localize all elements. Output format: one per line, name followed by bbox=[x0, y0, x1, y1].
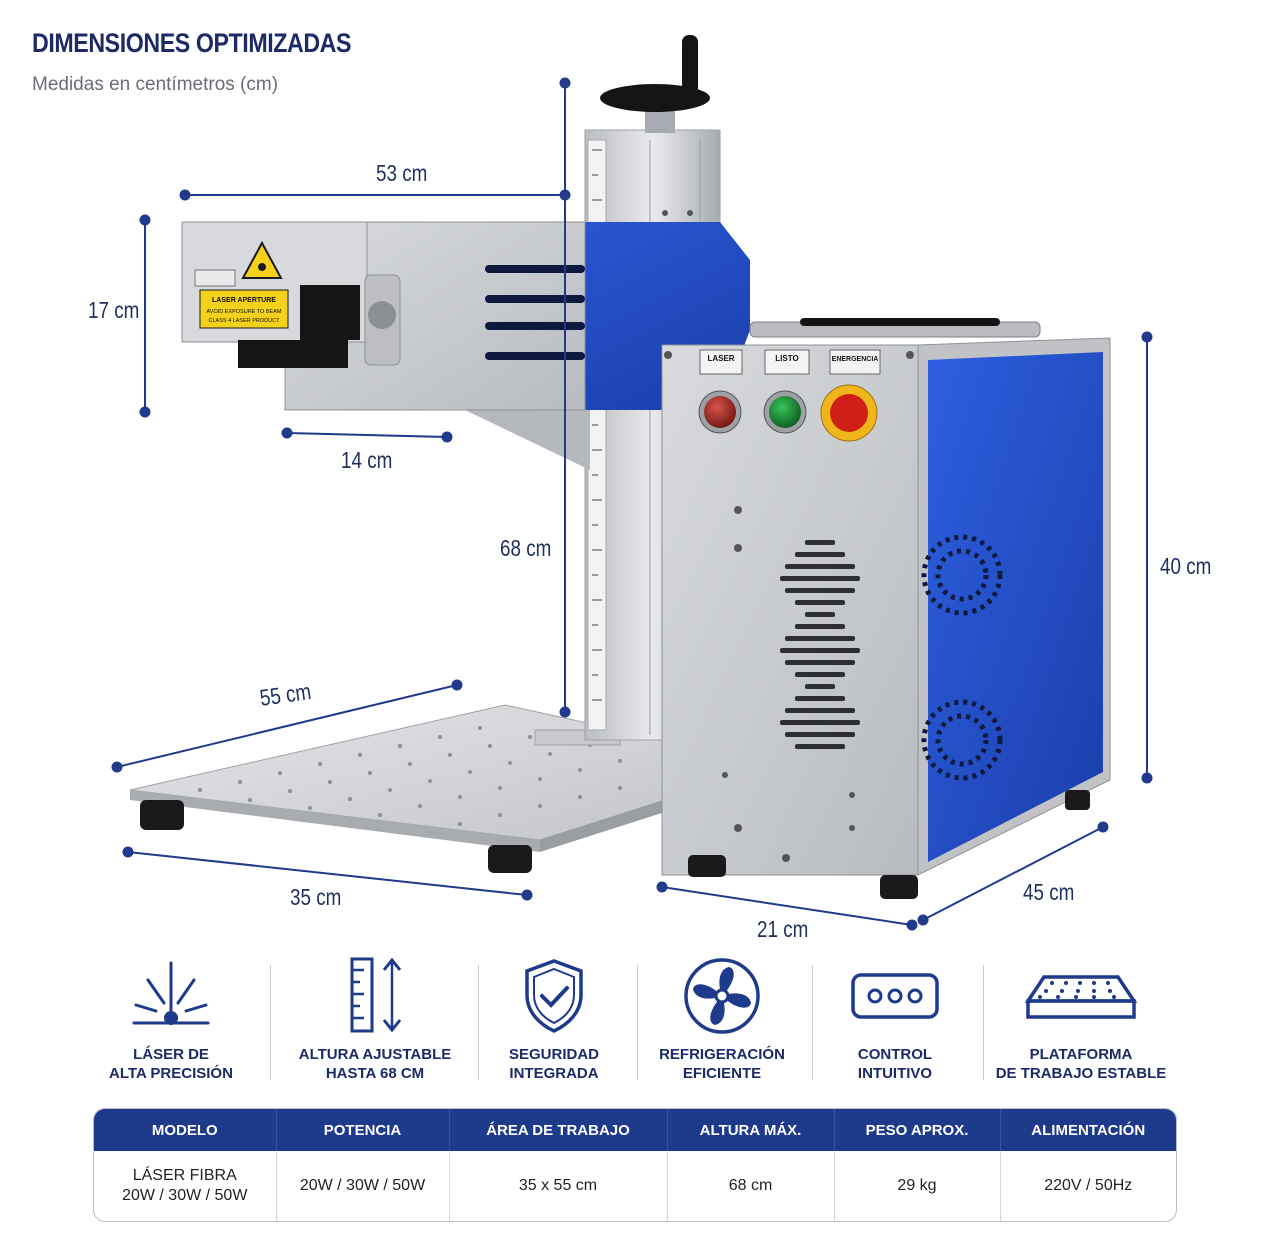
dimension-lines bbox=[111, 77, 1153, 931]
platform-foot bbox=[140, 800, 184, 830]
spec-header-power-supply: ALIMENTACIÓN bbox=[1000, 1109, 1176, 1151]
spec-header-model: MODELO bbox=[94, 1109, 277, 1151]
work-platform bbox=[129, 704, 666, 873]
spec-weight: 29 kg bbox=[834, 1151, 1001, 1221]
dimension-head-height: 17 cm bbox=[88, 297, 140, 323]
dimension-head-depth: 14 cm bbox=[341, 447, 393, 473]
ready-button[interactable] bbox=[769, 396, 801, 428]
work-platform-icon bbox=[1024, 975, 1138, 1019]
dimension-head-width: 53 cm bbox=[376, 160, 428, 186]
laser-beam-icon bbox=[132, 961, 210, 1025]
handwheel bbox=[600, 84, 710, 112]
cabinet-foot bbox=[688, 855, 726, 877]
platform-holes bbox=[198, 726, 622, 826]
feature-divider bbox=[637, 965, 638, 1080]
feature-divider bbox=[812, 965, 813, 1080]
aperture-label bbox=[199, 289, 289, 329]
spec-work-area: 35 x 55 cm bbox=[449, 1151, 668, 1221]
fan-icon bbox=[684, 958, 760, 1034]
galvo-window bbox=[300, 285, 360, 340]
laser-label bbox=[699, 349, 743, 375]
spec-header-weight: PESO APROX. bbox=[834, 1109, 1001, 1151]
cabinet-side-vents bbox=[921, 534, 1003, 781]
laser-warning-icon bbox=[241, 240, 283, 279]
platform-foot bbox=[488, 845, 532, 873]
feature-divider bbox=[983, 965, 984, 1080]
dimension-cabinet-depth: 45 cm bbox=[1023, 879, 1075, 905]
svg-text:CLASS 4 LASER PRODUCT: CLASS 4 LASER PRODUCT bbox=[209, 318, 281, 324]
ready-label bbox=[764, 349, 810, 375]
dimension-column-height: 68 cm bbox=[500, 535, 552, 561]
control-cabinet: LASER LISTO ENERGENCIA bbox=[661, 318, 1111, 899]
spec-header-power: POTENCIA bbox=[276, 1109, 450, 1151]
svg-text:LASER APERTURE: LASER APERTURE bbox=[212, 297, 276, 304]
laser-button[interactable] bbox=[704, 396, 736, 428]
head-vents bbox=[485, 265, 585, 360]
spec-table: MODELO POTENCIA ÁREA DE TRABAJO ALTURA M… bbox=[93, 1108, 1177, 1222]
dimension-cabinet-height: 40 cm bbox=[1160, 553, 1212, 579]
page-title: DIMENSIONES OPTIMIZADAS bbox=[32, 28, 352, 58]
machine-illustration: LASER APERTURE AVOID EXPOSURE TO BEAM CL… bbox=[111, 35, 1153, 931]
laser-head: LASER APERTURE AVOID EXPOSURE TO BEAM CL… bbox=[181, 221, 750, 470]
spec-max-height: 68 cm bbox=[667, 1151, 835, 1221]
svg-text:ENERGENCIA: ENERGENCIA bbox=[832, 356, 879, 363]
svg-text:AVOID EXPOSURE TO BEAM: AVOID EXPOSURE TO BEAM bbox=[207, 309, 282, 315]
svg-text:LISTO: LISTO bbox=[775, 354, 798, 363]
shield-check-icon bbox=[525, 959, 583, 1033]
spec-power-supply: 220V / 50Hz bbox=[1044, 1177, 1133, 1194]
emergency-stop-button[interactable] bbox=[830, 394, 868, 432]
control-panel-icon bbox=[851, 973, 939, 1019]
dimension-cabinet-width: 21 cm bbox=[757, 916, 809, 942]
dimension-base-width: 35 cm bbox=[290, 884, 342, 910]
panel-screws bbox=[664, 351, 914, 862]
lens-mount bbox=[238, 340, 348, 368]
spec-header-max-height: ALTURA MÁX. bbox=[667, 1109, 835, 1151]
spec-header-work-area: ÁREA DE TRABAJO bbox=[449, 1109, 668, 1151]
handwheel-crank bbox=[682, 35, 698, 95]
cabinet-foot bbox=[1065, 790, 1090, 810]
spec-power: 20W / 30W / 50W bbox=[276, 1151, 450, 1221]
feature-divider bbox=[478, 965, 479, 1080]
ruler-height-icon bbox=[350, 957, 402, 1033]
emergency-label bbox=[829, 349, 881, 375]
svg-text:LASER: LASER bbox=[707, 354, 734, 363]
feature-divider bbox=[270, 965, 271, 1080]
cabinet-foot bbox=[880, 875, 918, 899]
page-subtitle: Medidas en centímetros (cm) bbox=[32, 74, 279, 95]
spec-table-header: MODELO POTENCIA ÁREA DE TRABAJO ALTURA M… bbox=[94, 1109, 1176, 1151]
front-vents bbox=[780, 540, 860, 749]
